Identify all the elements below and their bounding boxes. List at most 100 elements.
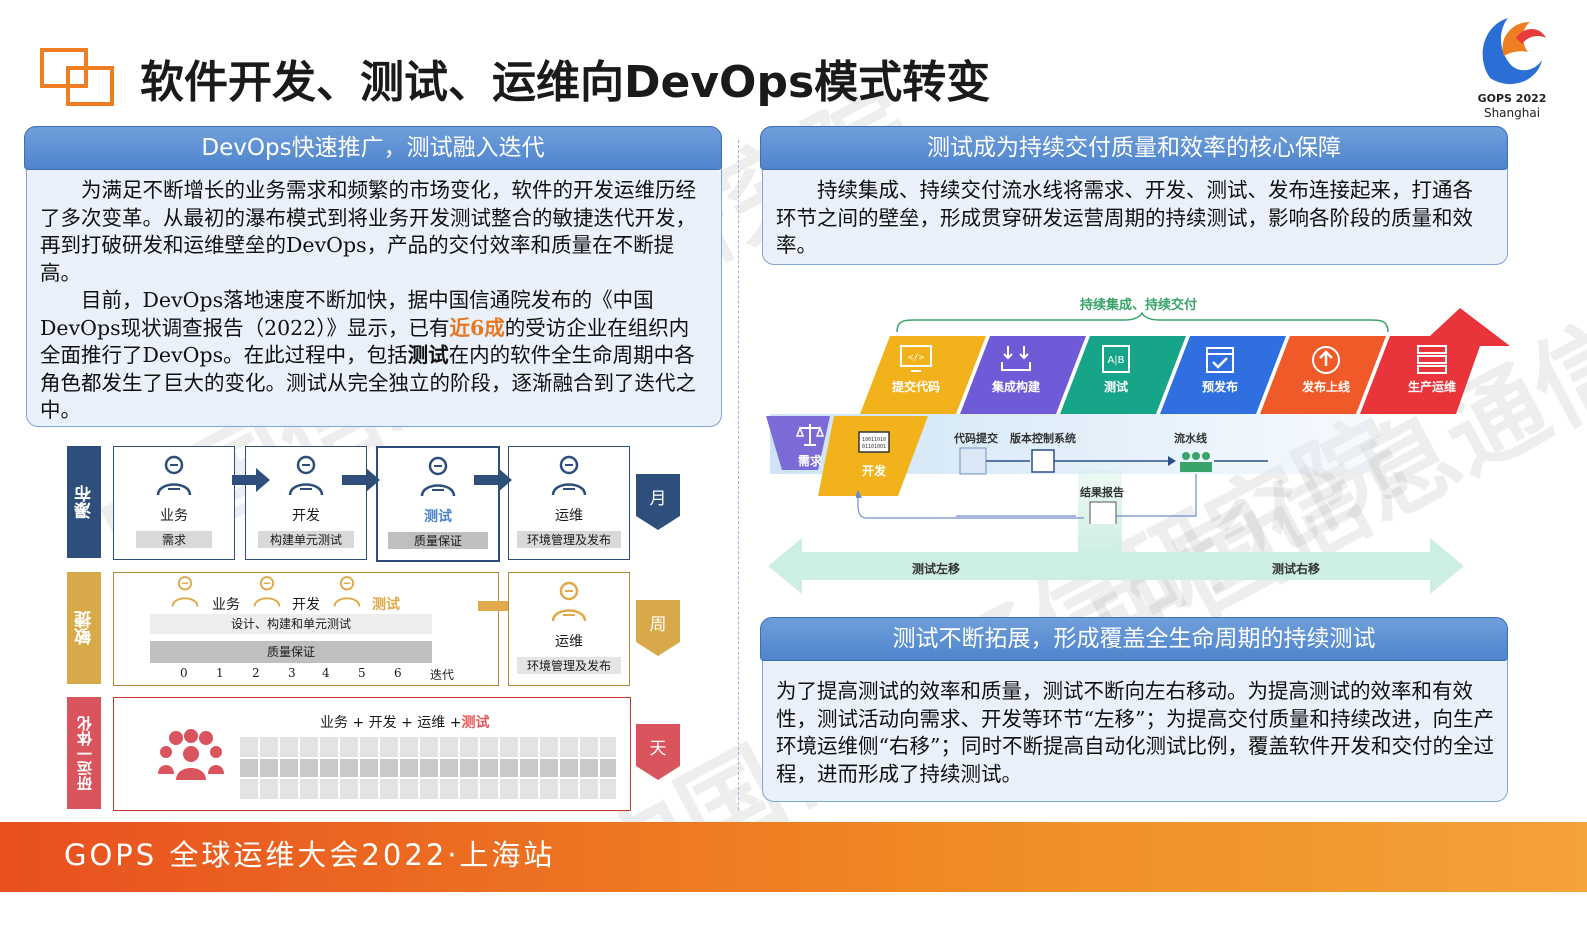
stage-label: 集成构建 — [991, 380, 1040, 394]
page-title: 软件开发、测试、运维向DevOps模式转变 — [140, 57, 991, 108]
upload-icon — [1312, 346, 1340, 374]
left-paragraph-2: 目前，DevOps落地速度不断加快，据中国信通院发布的《中国DevOps现状调查… — [40, 287, 708, 425]
stage-label: 开发 — [861, 464, 886, 478]
iteration-tick: 6 — [394, 666, 402, 680]
left-panel-heading: DevOps快速推广，测试融入迭代 — [24, 126, 722, 170]
person-icon — [333, 576, 361, 607]
event-logo-city: Shanghai — [1483, 106, 1541, 120]
flow-label-pipeline: 流水线 — [1174, 432, 1207, 445]
stage-commit-code[interactable]: </> 提交代码 — [876, 344, 956, 410]
shift-right-label: 测试右移 — [1272, 562, 1321, 576]
period-badge-day: 天 — [636, 724, 680, 780]
svg-text:10011010: 10011010 — [862, 437, 886, 443]
iteration-tick: 3 — [288, 666, 296, 680]
flow-label-report: 结果报告 — [1080, 486, 1124, 499]
person-icon — [420, 456, 456, 497]
shift-left-label: 测试左移 — [912, 562, 961, 576]
person-icon — [551, 455, 587, 496]
svg-text:A|B: A|B — [1107, 355, 1124, 366]
arrow-right-icon — [478, 594, 536, 618]
stage-production-ops[interactable]: 生产运维 — [1392, 344, 1472, 410]
pipeline-stages — [860, 308, 1510, 414]
lower-stages — [766, 416, 928, 496]
stage-label: 发布上线 — [1301, 380, 1350, 394]
period-text: 天 — [649, 739, 667, 759]
iteration-axis: 0 1 2 3 4 5 6 迭代 — [176, 666, 476, 682]
agile-bar-build: 设计、构建和单元测试 — [150, 614, 432, 634]
column-divider — [738, 140, 739, 810]
overlapping-squares-icon — [40, 46, 116, 108]
stage-integrate-build[interactable]: 集成构建 — [976, 344, 1056, 410]
flow-label-vcs: 版本控制系统 — [1010, 432, 1076, 445]
role-name: 开发 — [292, 508, 320, 524]
devops-test-text: 测试 — [461, 715, 490, 731]
devops-roles-line: 业务 + 开发 + 运维 +测试 — [320, 712, 489, 732]
bracket-icon — [896, 312, 1389, 333]
role-name: 运维 — [555, 634, 583, 650]
agile-bar-qa: 质量保证 — [150, 641, 432, 663]
role-task: 质量保证 — [388, 532, 488, 549]
right-top-body: 持续集成、持续交付流水线将需求、开发、测试、发布连接起来，打通各环节之间的壁垒，… — [776, 178, 1473, 257]
devops-iteration-grid — [240, 737, 616, 799]
person-icon — [253, 576, 281, 607]
agile-role-business: 业务 — [212, 597, 240, 613]
role-task: 环境管理及发布 — [517, 657, 621, 674]
team-icon — [158, 729, 224, 780]
highlight-text: 近6成 — [449, 315, 505, 340]
left-paragraph-2b: 的受访企业在组织内全面推行了DevOps。在此过程中，包括 — [40, 315, 690, 368]
stage-requirement[interactable]: 需求 — [782, 422, 838, 469]
stage-pre-release[interactable]: 预发布 — [1180, 344, 1260, 410]
gops-logo-icon — [1468, 8, 1556, 120]
code-monitor-icon: </> — [900, 345, 932, 372]
right-bottom-heading: 测试不断拓展，形成覆盖全生命周期的持续测试 — [760, 617, 1508, 661]
server-icon — [1417, 345, 1447, 374]
test-board-icon: A|B — [1102, 345, 1130, 373]
arrow-right-icon — [342, 468, 380, 492]
arrow-right-icon — [232, 468, 270, 492]
svg-text:</>: </> — [908, 353, 925, 363]
stage-release[interactable]: 发布上线 — [1286, 344, 1366, 410]
agile-role-ops: 运维 环境管理及发布 — [508, 572, 630, 686]
footer-bar — [0, 822, 1587, 892]
agile-roles: 业务 开发 测试 — [168, 574, 468, 614]
stage-test[interactable]: A|B 测试 — [1076, 344, 1156, 410]
role-name: 运维 — [555, 508, 583, 524]
left-text-panel — [26, 127, 722, 427]
role-task: 环境管理及发布 — [517, 531, 621, 548]
iteration-tick: 1 — [216, 666, 224, 680]
iteration-tick: 0 — [180, 666, 188, 680]
stage-label: 生产运维 — [1407, 380, 1456, 394]
feedback-line — [856, 490, 1084, 519]
iteration-tick: 2 — [252, 666, 260, 680]
iteration-tick: 4 — [322, 666, 330, 680]
stage-label: 需求 — [797, 454, 822, 468]
stage-label: 测试 — [1103, 380, 1128, 394]
role-name: 业务 — [160, 508, 188, 524]
person-icon — [288, 455, 324, 496]
waterfall-role-ops: 运维 环境管理及发布 — [508, 446, 630, 560]
agile-role-test: 测试 — [372, 597, 400, 613]
iteration-tick: 5 — [358, 666, 366, 680]
agile-label: 敏捷 — [67, 572, 101, 684]
period-badge-week: 周 — [636, 600, 680, 656]
waterfall-role-business: 业务 需求 — [113, 446, 235, 560]
role-task: 构建单元测试 — [258, 531, 354, 548]
person-icon — [551, 581, 587, 622]
left-paragraph-1: 为满足不断增长的业务需求和频繁的市场变化，软件的开发运维历经了多次变革。从最初的… — [40, 177, 708, 287]
stage-label: 预发布 — [1201, 380, 1238, 394]
stage-label: 提交代码 — [891, 380, 940, 394]
flow-label-commit: 代码提交 — [954, 432, 998, 445]
calendar-check-icon — [1206, 347, 1234, 373]
agile-role-dev: 开发 — [292, 597, 320, 613]
ci-cd-bracket-label: 持续集成、持续交付 — [1080, 298, 1198, 313]
footer-title: GOPS 全球运维大会2022·上海站 — [64, 838, 556, 872]
person-icon — [156, 455, 192, 496]
left-paragraph-2c: 在内的软件全生命周期中各角色都发生了巨大的变化。测试从完全独立的阶段，逐渐融合到… — [40, 343, 696, 422]
flow-lines — [956, 447, 1268, 524]
right-top-heading: 测试成为持续交付质量和效率的核心保障 — [760, 126, 1508, 170]
arrow-right-icon — [474, 468, 512, 492]
person-icon — [171, 576, 199, 607]
waterfall-label: 瀑布 — [67, 446, 101, 558]
